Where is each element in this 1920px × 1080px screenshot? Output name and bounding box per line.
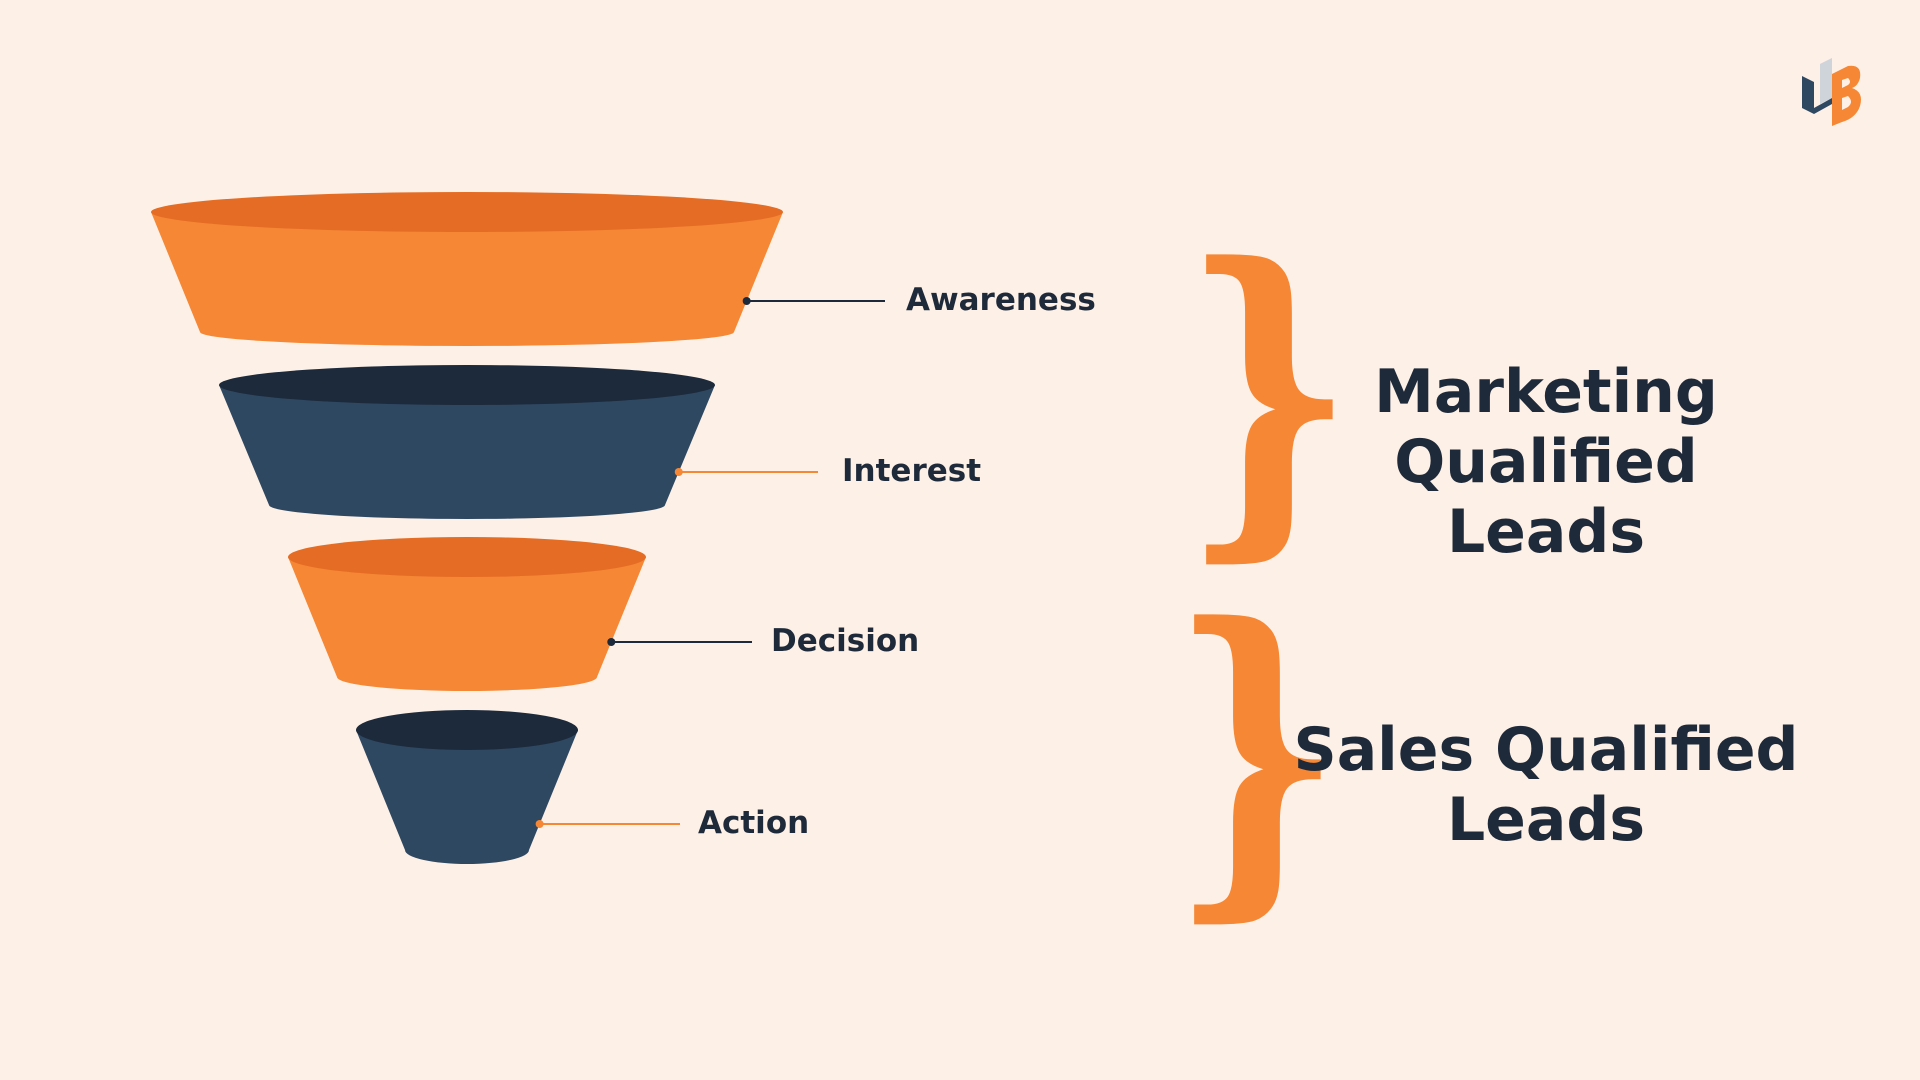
marketing-qualified-leads-label: Marketing Qualified Leads [1286, 357, 1806, 567]
funnel-layer-awareness [151, 192, 885, 346]
funnel-rim [356, 710, 578, 750]
funnel-body [151, 212, 783, 346]
funnel-body [288, 557, 646, 691]
marketing-label-line1: Marketing [1374, 357, 1718, 427]
funnel-body [356, 730, 578, 864]
stage-label-awareness: Awareness [906, 282, 1096, 318]
funnel-rim [219, 365, 715, 405]
stage-label-action: Action [698, 805, 810, 841]
funnel-rim [151, 192, 783, 232]
ub-logo-icon [1802, 58, 1861, 126]
stage-label-interest: Interest [842, 453, 982, 489]
funnel-body [219, 385, 715, 519]
connector-dot [535, 820, 544, 828]
stage-label-decision: Decision [771, 623, 920, 659]
marketing-label-line2: Qualified Leads [1394, 427, 1698, 567]
connector-dot [742, 297, 751, 305]
funnel-layer-interest [219, 365, 818, 519]
funnel-layer-action [356, 710, 680, 864]
sales-label-line2: Leads [1446, 785, 1646, 855]
sales-bracket: } [1169, 553, 1344, 950]
funnel-rim [288, 537, 646, 577]
sales-label-line1: Sales Qualified [1293, 715, 1799, 785]
marketing-bracket: } [1181, 193, 1356, 590]
connector-dot [607, 638, 616, 646]
connector-dot [674, 468, 683, 476]
sales-qualified-leads-label: Sales Qualified Leads [1286, 715, 1806, 855]
funnel-layer-decision [288, 537, 752, 691]
